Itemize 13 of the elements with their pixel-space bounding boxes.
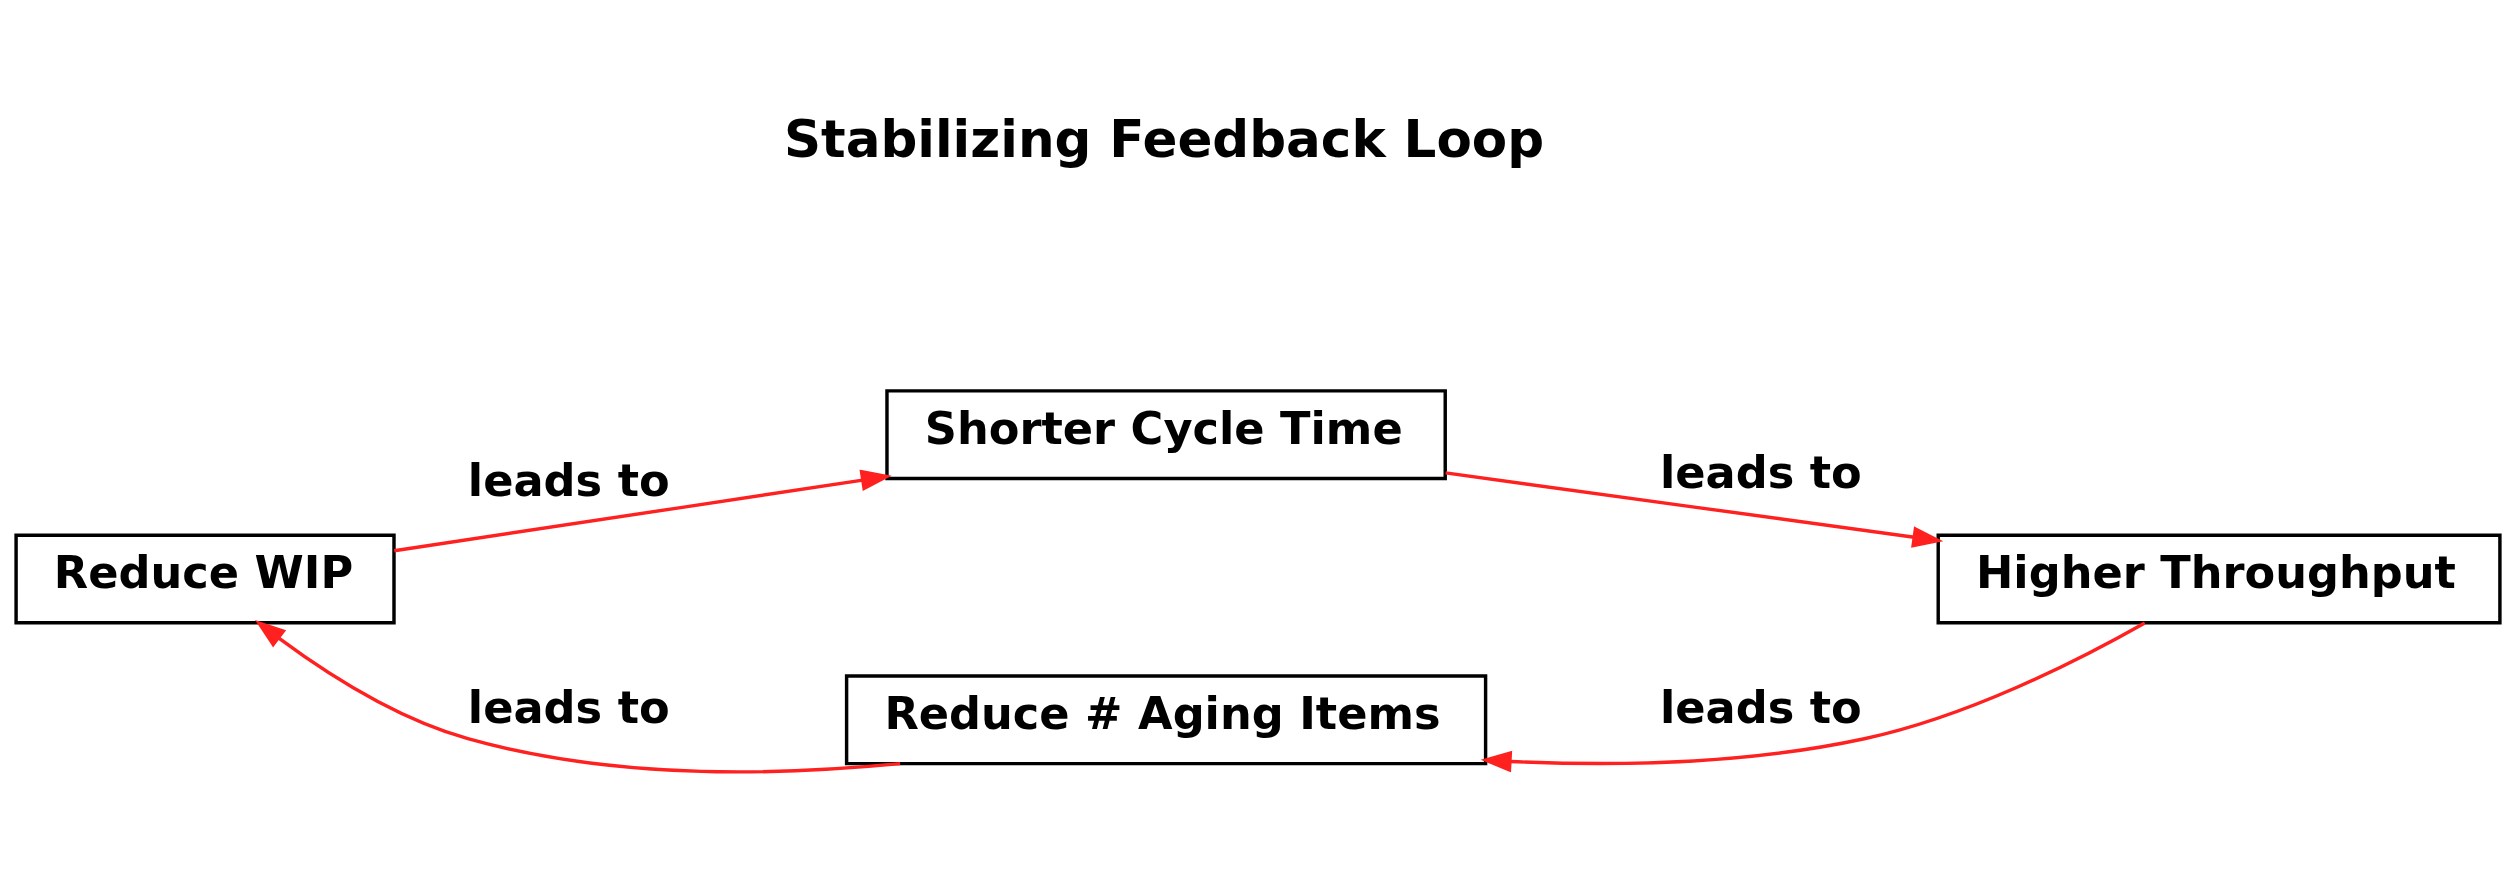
node-box: Higher Throughput	[1936, 532, 2502, 624]
node-box: Shorter Cycle Time	[885, 388, 1447, 480]
arrow	[1445, 470, 1944, 548]
label: Stabilizing Feedback Loop	[783, 108, 1545, 169]
arrow	[254, 619, 901, 773]
arrow	[1480, 620, 2146, 772]
node-box: Reduce # Aging Items	[844, 673, 1488, 765]
arrow	[394, 469, 892, 552]
edge-label: leads to	[1659, 681, 1862, 734]
edge-label: leads to	[1659, 446, 1862, 499]
edge-label: leads to	[467, 681, 670, 734]
edge-label: leads to	[467, 454, 670, 507]
node-box: Reduce WIP	[14, 532, 396, 624]
